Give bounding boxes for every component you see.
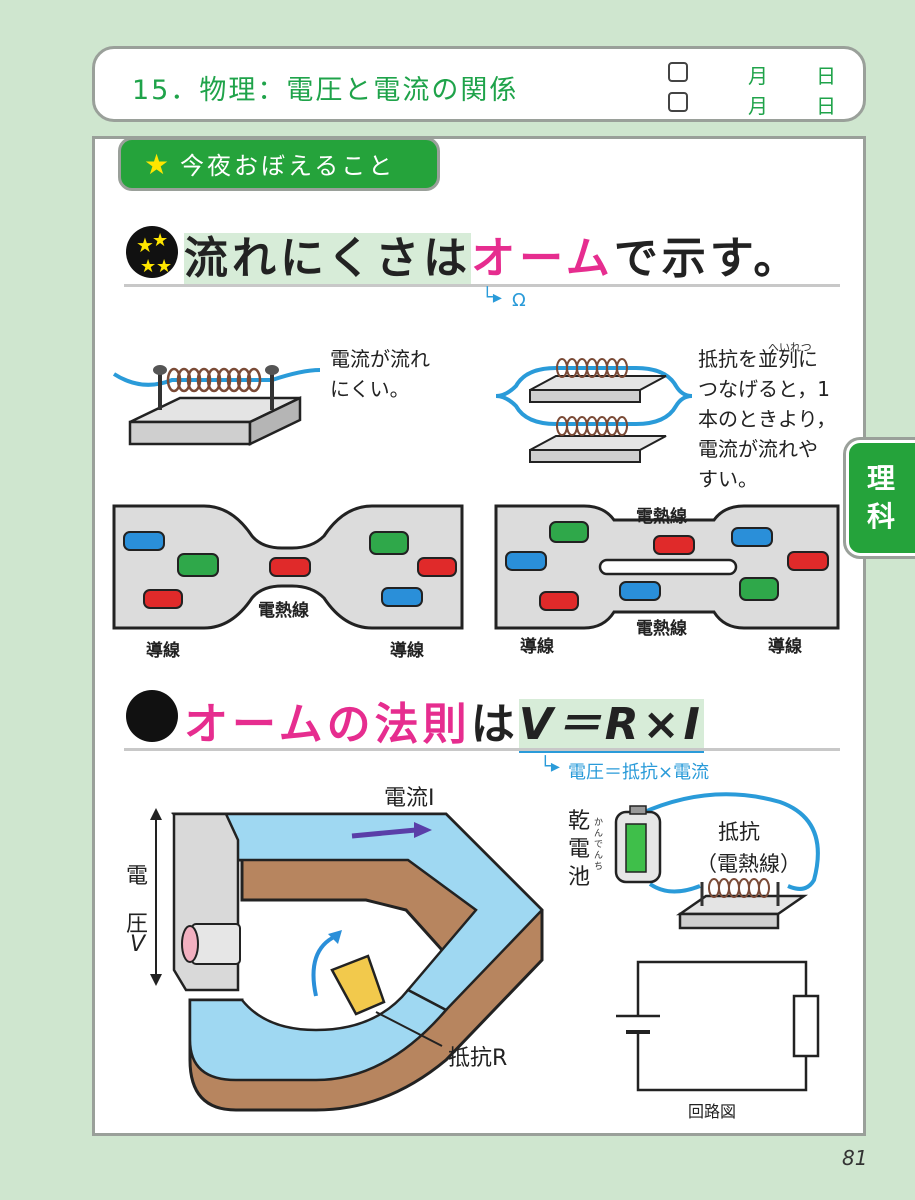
ohm-arrow-icon: └▸: [482, 287, 502, 308]
note-left-line-2: にくい。: [330, 377, 410, 401]
month-label-1: 月: [748, 64, 768, 88]
svg-text:★: ★: [140, 256, 156, 277]
battery-label: 乾 電 池: [568, 808, 590, 892]
note-right: 抵抗を並列に つなげると，1 本のときより， 電流が流れや すい。: [698, 344, 836, 494]
tonight-tag-text: 今夜おぼえること: [180, 152, 396, 180]
battery-label-2: 電: [568, 837, 591, 862]
note-left: 電流が流れ にくい。: [330, 344, 430, 404]
formula-note: 電圧＝抵抗×電流: [568, 762, 710, 783]
headline-prefix: 流れにくさは: [184, 233, 472, 284]
note-right-line-1: 抵抗を並列に: [698, 347, 818, 371]
headline-resistance: 流れにくさはオームで示す。: [184, 222, 802, 287]
ruby-heiretsu: へいれつ: [768, 341, 812, 354]
headline-formula: V＝R×I: [518, 699, 704, 753]
moon-icon: [126, 690, 178, 742]
headline-suffix: で示す。: [613, 233, 802, 284]
day-label-2: 日: [816, 94, 836, 118]
road-left-lead-left: 導線: [146, 641, 180, 661]
header-box: [92, 46, 866, 122]
battery-label-1: 乾: [568, 809, 591, 834]
single-resistor-illustration: [112, 365, 321, 446]
resistance-label: 抵抗R: [448, 1046, 508, 1071]
tonight-tag: [118, 137, 440, 191]
circuit-label: 回路図: [688, 1102, 737, 1121]
study-checkbox-1[interactable]: [668, 62, 688, 82]
note-right-line-2: つなげると，1: [698, 377, 830, 401]
headline-ohms-law: オームの法則はV＝R×I: [184, 688, 704, 753]
voltage-label-3: V: [130, 932, 146, 957]
road-right-lead-right: 導線: [768, 637, 802, 657]
star-icon: ★: [144, 148, 170, 181]
battery-label-3: 池: [568, 865, 591, 890]
note-right-line-3: 本のときより，: [698, 407, 837, 431]
road-right-wire-top: 電熱線: [636, 507, 687, 527]
page-title: 15．物理：電圧と電流の関係: [132, 75, 519, 106]
parallel-resistor-illustration: [496, 358, 692, 463]
headline-ohms-law-pink: オームの法則: [184, 699, 471, 750]
road-parallel-illustration: [494, 504, 840, 630]
circuit-diagram: [616, 960, 820, 1092]
road-right-lead-left: 導線: [520, 637, 554, 657]
road-left-lead-right: 導線: [390, 641, 424, 661]
road-left-wire-label: 電熱線: [258, 601, 309, 621]
subject-tab[interactable]: [846, 440, 915, 556]
day-label-1: 日: [816, 64, 836, 88]
divider: [124, 284, 840, 287]
battery-ruby: かんでんち: [594, 818, 604, 872]
study-checkbox-2[interactable]: [668, 92, 688, 112]
subject-tab-label: 理科: [866, 462, 895, 533]
car-icons: [123, 531, 457, 609]
road-right-wire-bottom: 電熱線: [636, 619, 687, 639]
formula-arrow-icon: └▸: [540, 756, 560, 777]
water-channel-illustration: [150, 808, 544, 1112]
note-left-line-1: 電流が流れ: [330, 347, 430, 371]
ohm-note: Ω: [512, 290, 526, 311]
month-label-2: 月: [748, 94, 768, 118]
headline-ohms-law-mid: は: [470, 699, 519, 750]
headline-ohm: オーム: [471, 233, 614, 287]
svg-text:★: ★: [156, 256, 172, 277]
note-right-line-4: 電流が流れや: [698, 437, 818, 461]
stars-icon: ★ ★ ★ ★: [126, 226, 178, 278]
divider-2: [124, 748, 840, 751]
svg-text:★: ★: [136, 233, 154, 257]
battery-circuit-illustration: [614, 792, 820, 930]
current-label: 電流I: [384, 786, 435, 811]
voltage-label-1: 電: [126, 864, 149, 889]
voltage-label-2: 圧: [126, 912, 149, 937]
resistor-label-1: 抵抗: [718, 820, 760, 844]
road-narrow-illustration: [112, 504, 464, 630]
note-right-line-5: すい。: [698, 467, 758, 491]
svg-text:★: ★: [152, 230, 168, 251]
resistor-label-2: （電熱線）: [696, 852, 801, 876]
page-number: 81: [842, 1146, 868, 1170]
